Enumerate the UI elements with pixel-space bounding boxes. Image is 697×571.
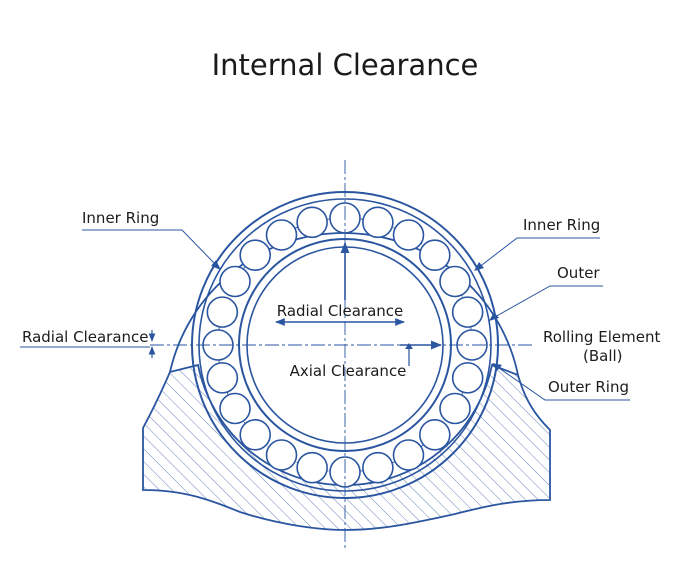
- inner-ring-left-arrowhead: [211, 260, 221, 270]
- outer-leader: [492, 285, 603, 319]
- axial-clearance-label: Axial Clearance: [290, 362, 407, 380]
- inner-ring-right-arrowhead: [474, 262, 484, 271]
- ball: [219, 265, 251, 298]
- page-title: Internal Clearance: [212, 48, 479, 82]
- ball: [392, 219, 425, 251]
- ball: [418, 239, 451, 271]
- rolling-element-label-line1: Rolling Element: [543, 328, 660, 346]
- housing-hatched: [142, 363, 551, 531]
- ball: [239, 418, 271, 451]
- rolling-element-label-line2: (Ball): [583, 347, 623, 365]
- ball: [239, 239, 271, 271]
- ball: [451, 362, 484, 394]
- ball: [451, 296, 484, 328]
- ball: [296, 206, 328, 239]
- ball: [392, 439, 425, 471]
- inner-ring-right-leader: [477, 237, 600, 269]
- outer-label: Outer: [557, 264, 600, 282]
- outer-ring-leader: [495, 365, 630, 401]
- inner-ring-right-label: Inner Ring: [523, 216, 600, 234]
- ball: [439, 265, 471, 298]
- axial-clearance-arrowhead: [405, 343, 413, 349]
- ball: [362, 451, 394, 484]
- ball: [418, 418, 451, 451]
- ball: [265, 219, 298, 251]
- inner-ring-left-label: Inner Ring: [82, 209, 159, 227]
- ball: [219, 392, 251, 425]
- radial-clearance-center-label: Radial Clearance: [277, 302, 404, 320]
- radial-clearance-left-label: Radial Clearance: [22, 328, 149, 346]
- outer-arrowhead: [489, 312, 499, 321]
- ball: [206, 362, 239, 394]
- ball: [439, 392, 471, 425]
- rolling-elements: [202, 202, 488, 488]
- outer-ring-label: Outer Ring: [548, 378, 629, 396]
- ball: [296, 451, 328, 484]
- ball: [206, 296, 239, 328]
- ball: [265, 439, 298, 471]
- ball: [362, 206, 394, 239]
- inner-ring-left-leader: [82, 229, 218, 267]
- outer-ring-arrowhead: [492, 363, 502, 371]
